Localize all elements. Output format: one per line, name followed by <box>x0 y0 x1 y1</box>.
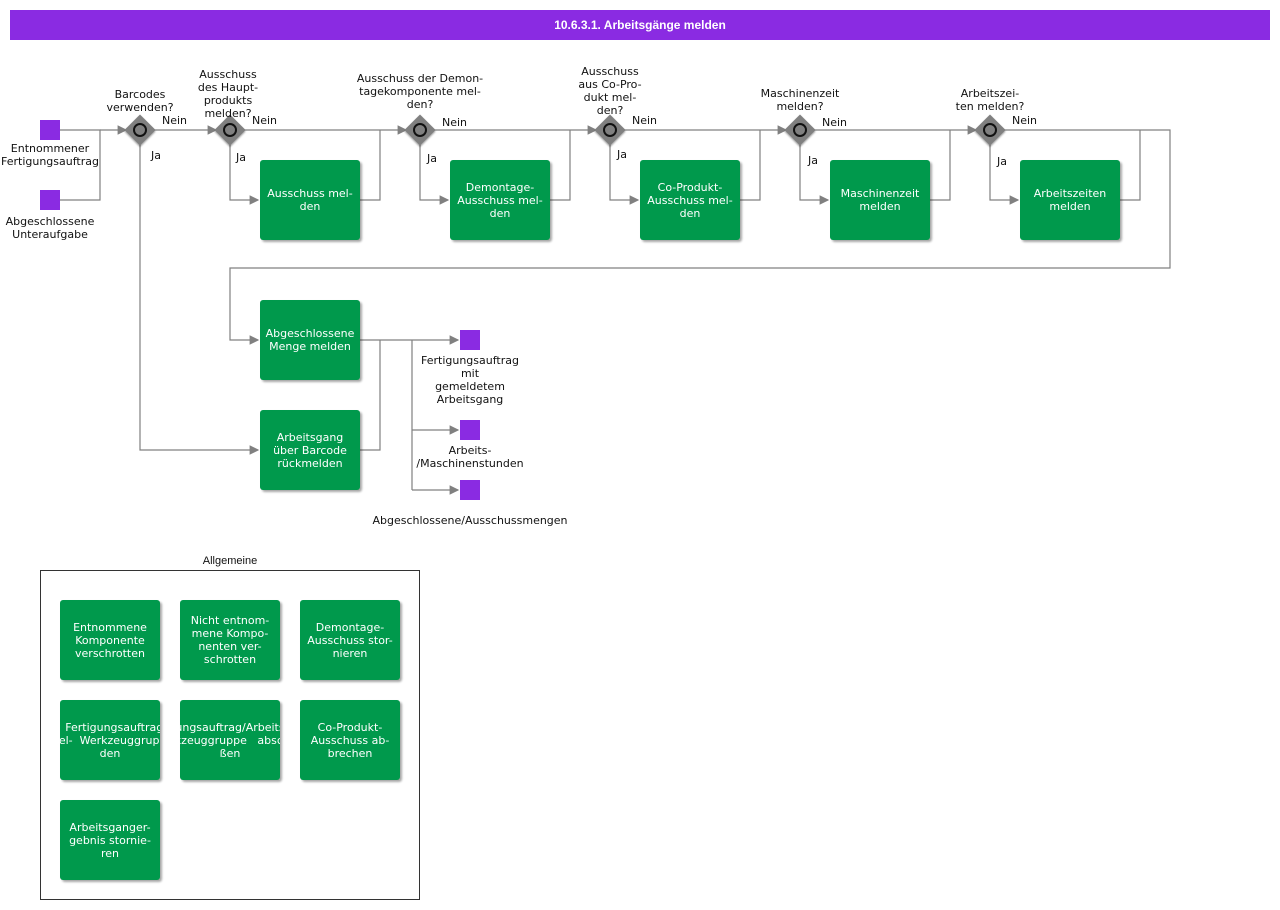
edge-label-nein: Nein <box>1012 114 1038 127</box>
gateway-marker-icon <box>983 123 997 137</box>
end-event-mengen[interactable] <box>460 480 480 500</box>
edge-label-ja: Ja <box>236 151 246 164</box>
task-co-produkt-ausschuss-melden[interactable]: Co-Produkt- Ausschuss mel- den <box>640 160 740 240</box>
gateway-marker-icon <box>793 123 807 137</box>
end-event-label-2: Arbeits- /Maschinenstunden <box>416 444 524 470</box>
gateway-label-demontage: Ausschuss der Demon- tagekomponente mel-… <box>356 72 484 111</box>
group-task-fertigungsauftrag-abschliessen[interactable]: Fertigungsauftrag/Arbeitsgang/ Werkzeugg… <box>180 700 280 780</box>
end-event-label-1: Fertigungsauftrag mit gemeldetem Arbeits… <box>421 354 519 406</box>
task-maschinenzeit-melden[interactable]: Maschinenzeit melden <box>830 160 930 240</box>
task-abgeschlossene-menge-melden[interactable]: Abgeschlossene Menge melden <box>260 300 360 380</box>
gateway-label-hauptprodukt: Ausschuss des Haupt- produkts melden? <box>197 68 259 120</box>
start-event-label-2: Abgeschlossene Unteraufgabe <box>5 215 95 241</box>
edge-label-ja: Ja <box>151 149 161 162</box>
edge-label-ja: Ja <box>617 148 627 161</box>
edge-label-nein: Nein <box>632 114 658 127</box>
edge-label-nein: Nein <box>442 116 468 129</box>
group-task-arbeitsgangergebnis-stornieren[interactable]: Arbeitsganger- gebnis stornie- ren <box>60 800 160 880</box>
task-ausschuss-melden[interactable]: Ausschuss mel- den <box>260 160 360 240</box>
group-task-demontage-stornieren[interactable]: Demontage- Ausschuss stor- nieren <box>300 600 400 680</box>
edge-label-nein: Nein <box>252 114 278 127</box>
end-event-label-3: Abgeschlossene/Ausschussmengen <box>372 514 568 527</box>
end-event-fertigungsauftrag[interactable] <box>460 330 480 350</box>
group-task-nicht-entnommene-komponenten[interactable]: Nicht entnom- mene Kompo- nenten ver- sc… <box>180 600 280 680</box>
gateway-label-co-produkt: Ausschuss aus Co-Pro- dukt mel- den? <box>578 65 642 117</box>
gateway-label-barcodes: Barcodes verwenden? <box>106 88 174 114</box>
edge-label-ja: Ja <box>427 152 437 165</box>
edge-label-nein: Nein <box>822 116 848 129</box>
start-event-label-1: Entnommener Fertigungsauftrag <box>1 142 99 168</box>
gateway-marker-icon <box>223 123 237 137</box>
diagram-title: 10.6.3.1. Arbeitsgänge melden <box>10 10 1270 40</box>
group-task-co-produkt-abbrechen[interactable]: Co-Produkt- Ausschuss ab- brechen <box>300 700 400 780</box>
start-event-entnommener-fertigungsauftrag[interactable] <box>40 120 60 140</box>
gateway-marker-icon <box>603 123 617 137</box>
task-demontage-ausschuss-melden[interactable]: Demontage- Ausschuss mel- den <box>450 160 550 240</box>
gateway-label-arbeitszeiten: Arbeitszei- ten melden? <box>955 87 1025 113</box>
task-arbeitsgang-barcode-rueckmelden[interactable]: Arbeitsgang über Barcode rückmelden <box>260 410 360 490</box>
group-task-werkzeugverwendung[interactable]: Werkzeugver- Fertigungsauftrag/Arbeitsga… <box>60 700 160 780</box>
edge-label-ja: Ja <box>997 155 1007 168</box>
end-event-arbeitsstunden[interactable] <box>460 420 480 440</box>
task-arbeitszeiten-melden[interactable]: Arbeitszeiten melden <box>1020 160 1120 240</box>
group-title: Allgemeine <box>202 555 258 567</box>
group-task-entnommene-komponente[interactable]: Entnommene Komponente verschrotten <box>60 600 160 680</box>
edge-label-nein: Nein <box>162 114 188 127</box>
gateway-marker-icon <box>413 123 427 137</box>
edge-label-ja: Ja <box>808 154 818 167</box>
gateway-marker-icon <box>133 123 147 137</box>
gateway-label-maschinenzeit: Maschinenzeit melden? <box>760 87 840 113</box>
start-event-abgeschlossene-unteraufgabe[interactable] <box>40 190 60 210</box>
group-allgemeine <box>40 570 420 900</box>
